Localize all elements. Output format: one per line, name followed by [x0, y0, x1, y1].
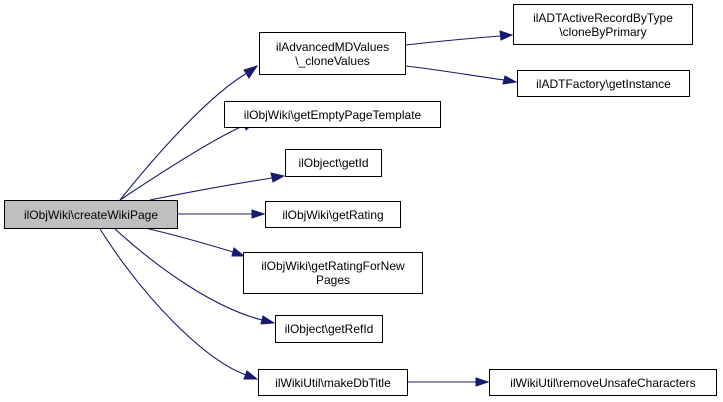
edge-make-db-title-to-remove-unsafe-arrowhead: [475, 377, 490, 387]
edge-root-to-make-db-title: [99, 228, 247, 376]
node-create-wiki-page-label: ilObjWiki\createWikiPage: [23, 207, 159, 222]
edge-clone-values-to-clone-by-primary-arrowhead: [499, 30, 514, 41]
node-remove-unsafe-characters[interactable]: ilWikiUtil\removeUnsafeCharacters: [489, 369, 717, 396]
node-clone-by-primary[interactable]: ilADTActiveRecordByType \cloneByPrimary: [513, 4, 693, 45]
node-clone-by-primary-label-line2: \cloneByPrimary: [559, 24, 647, 39]
edge-clone-values-to-get-instance: [405, 65, 505, 81]
node-clone-values[interactable]: ilAdvancedMDValues \_cloneValues: [259, 32, 406, 75]
edge-root-to-get-ref-id-arrowhead: [260, 315, 276, 325]
edge-clone-values-to-clone-by-primary: [405, 35, 501, 46]
edge-root-to-rating-new-pages-arrowhead: [231, 247, 246, 257]
node-get-instance-label: ilADTFactory\getInstance: [536, 76, 671, 91]
node-empty-page-template[interactable]: ilObjWiki\getEmptyPageTemplate: [224, 101, 441, 128]
edge-root-to-rating-new-pages: [144, 227, 234, 253]
node-get-ref-id-label: ilObject\getRefId: [284, 322, 374, 336]
node-create-wiki-page[interactable]: ilObjWiki\createWikiPage: [4, 200, 178, 229]
node-rating-new-pages-label-line1: ilObjWiki\getRatingForNew: [261, 259, 405, 273]
node-rating-new-pages[interactable]: ilObjWiki\getRatingForNew Pages: [243, 252, 423, 294]
edge-root-to-clone-values-arrowhead: [243, 65, 259, 79]
node-get-id-label: ilObject\getId: [298, 156, 369, 170]
node-clone-values-label-line2: \_cloneValues: [295, 53, 370, 68]
edge-root-to-get-rating-arrowhead: [251, 209, 266, 219]
node-clone-by-primary-label-line1: ilADTActiveRecordByType: [533, 10, 673, 25]
node-get-rating[interactable]: ilObjWiki\getRating: [265, 201, 401, 228]
edge-root-to-clone-values: [119, 72, 248, 201]
node-get-id[interactable]: ilObject\getId: [285, 149, 382, 177]
node-get-instance[interactable]: ilADTFactory\getInstance: [517, 70, 690, 97]
node-clone-values-label-line1: ilAdvancedMDValues: [275, 39, 390, 54]
edge-root-to-get-id-arrowhead: [270, 172, 286, 183]
edge-clone-values-to-get-instance-arrowhead: [502, 75, 518, 85]
node-make-db-title[interactable]: ilWikiUtil\makeDbTitle: [258, 369, 408, 396]
node-remove-unsafe-characters-label: ilWikiUtil\removeUnsafeCharacters: [510, 375, 696, 390]
edge-root-to-get-id: [149, 177, 273, 201]
node-make-db-title-label: ilWikiUtil\makeDbTitle: [275, 375, 391, 390]
edge-root-to-get-ref-id: [114, 228, 263, 321]
edge-root-to-make-db-title-arrowhead: [243, 370, 259, 380]
edge-root-to-empty-page-template: [119, 124, 246, 201]
node-get-ref-id[interactable]: ilObject\getRefId: [275, 315, 383, 343]
node-get-rating-label: ilObjWiki\getRating: [282, 207, 384, 222]
node-empty-page-template-label: ilObjWiki\getEmptyPageTemplate: [243, 107, 422, 122]
node-rating-new-pages-label-line2: Pages: [315, 273, 351, 287]
